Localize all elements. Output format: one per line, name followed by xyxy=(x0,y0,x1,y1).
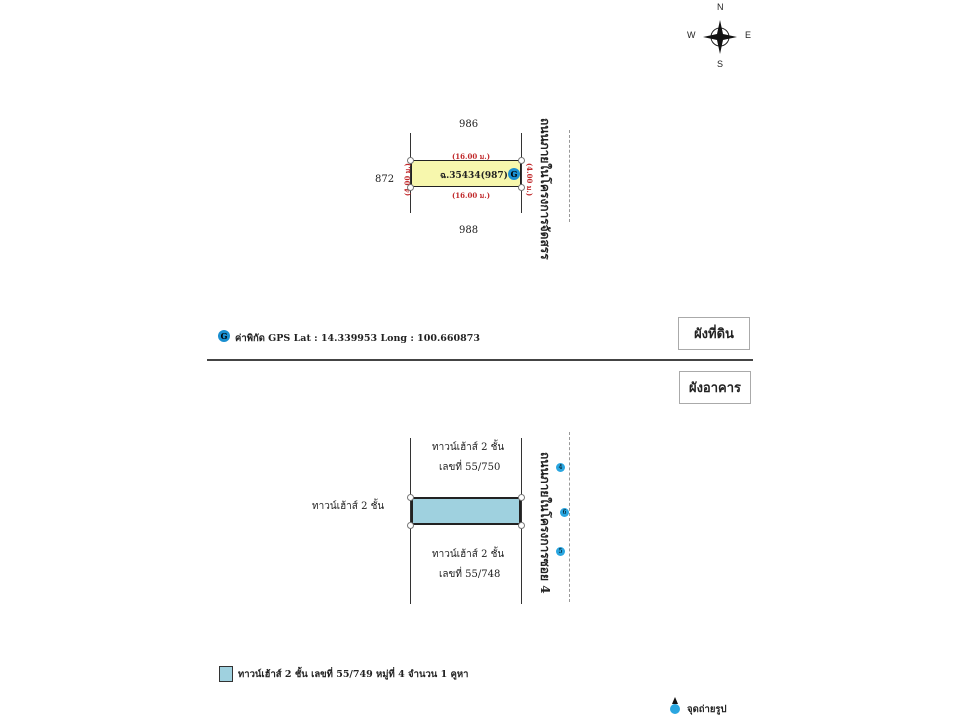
neighbor-bottom: 988 xyxy=(459,225,479,236)
photo-point-icon[interactable]: 4 xyxy=(556,463,565,472)
bottom-neighbor-number: เลขที่ 55/748 xyxy=(439,569,501,580)
corner-node xyxy=(407,522,414,529)
corner-node xyxy=(407,494,414,501)
road-edge xyxy=(569,432,570,602)
dim-left: (4.00 ม.) xyxy=(403,163,412,197)
boundary-line xyxy=(410,438,411,604)
boundary-line xyxy=(521,133,522,213)
land-plan-title: ผังที่ดิน xyxy=(678,317,750,350)
corner-node xyxy=(518,157,525,164)
corner-node xyxy=(518,522,525,529)
photo-point-icon[interactable]: 5 xyxy=(556,547,565,556)
compass-n: N xyxy=(717,2,724,12)
top-neighbor-type: ทาวน์เฮ้าส์ 2 ชั้น xyxy=(432,442,505,453)
compass-rose-icon xyxy=(703,20,737,54)
compass-w: W xyxy=(687,30,696,40)
corner-node xyxy=(518,184,525,191)
parcel-label: ฉ.35434(987) xyxy=(440,171,508,181)
building-legend-swatch xyxy=(219,666,233,682)
building-plan-title: ผังอาคาร xyxy=(679,371,751,404)
building-footprint[interactable] xyxy=(411,497,521,525)
road-label: ถนนภายในโครงการจัดสรร xyxy=(538,118,552,260)
neighbor-left: 872 xyxy=(375,174,395,185)
gps-marker-icon: G xyxy=(508,168,520,180)
boundary-line xyxy=(521,438,522,604)
compass-s: S xyxy=(717,59,724,69)
gps-coordinates: ค่าพิกัด GPS Lat : 14.339953 Long : 100.… xyxy=(235,333,480,344)
photo-point-legend-icon xyxy=(670,697,680,714)
road-label: ถนนภายในโครงการซอย 4 xyxy=(538,452,552,594)
compass-e: E xyxy=(745,30,752,40)
compass: N S W E xyxy=(685,2,755,70)
section-divider xyxy=(207,359,753,361)
dim-right: (4.00 ม.) xyxy=(525,163,534,197)
dim-bottom: (16.00 ม.) xyxy=(452,191,491,200)
building-legend-text: ทาวน์เฮ้าส์ 2 ชั้น เลขที่ 55/749 หมู่ที่… xyxy=(238,669,469,680)
bottom-neighbor-type: ทาวน์เฮ้าส์ 2 ชั้น xyxy=(432,549,505,560)
corner-node xyxy=(518,494,525,501)
photo-point-icon[interactable]: 6 xyxy=(560,508,569,517)
left-neighbor: ทาวน์เฮ้าส์ 2 ชั้น xyxy=(312,501,385,512)
top-neighbor-number: เลขที่ 55/750 xyxy=(439,462,501,473)
road-edge xyxy=(569,130,570,222)
gps-legend-icon: G xyxy=(218,330,230,342)
neighbor-top: 986 xyxy=(459,119,479,130)
dim-top: (16.00 ม.) xyxy=(452,152,491,161)
boundary-line xyxy=(410,133,411,213)
land-parcel[interactable] xyxy=(411,160,521,187)
corner-node xyxy=(407,157,414,164)
corner-node xyxy=(407,184,414,191)
photo-point-legend-text: จุดถ่ายรูป xyxy=(687,704,727,715)
